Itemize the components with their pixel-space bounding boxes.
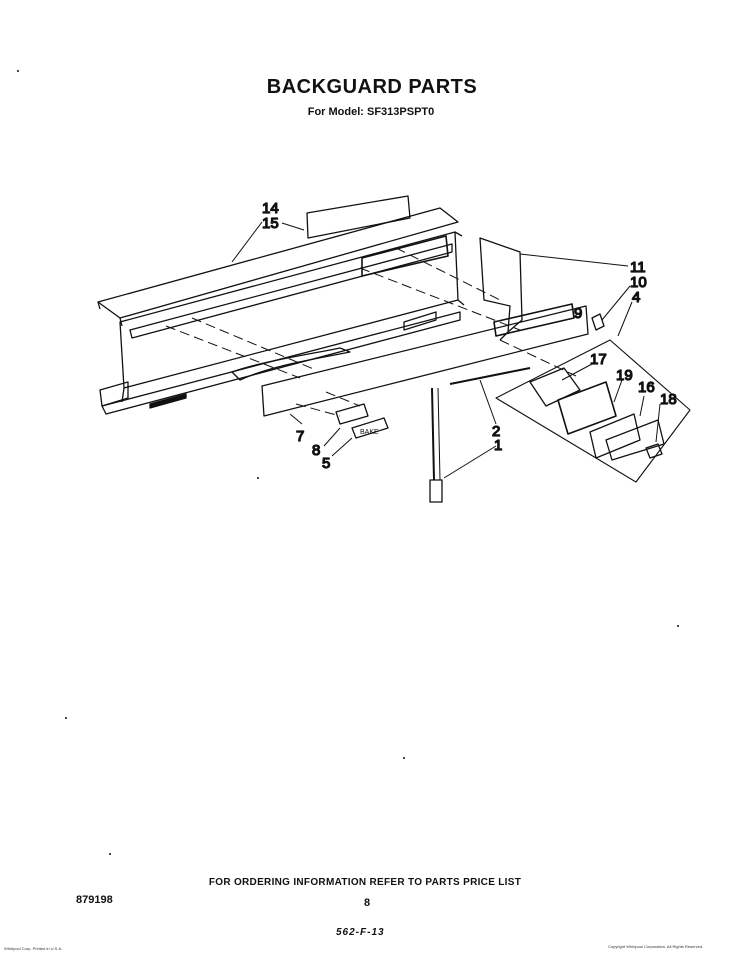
- tube-part: [429, 387, 443, 503]
- callout-5: 5: [322, 455, 330, 472]
- clock-assembly-box: [495, 339, 691, 483]
- callout-17: 17: [590, 351, 607, 368]
- backguard-top-trim: [97, 195, 459, 327]
- callout-1: 1: [494, 437, 502, 454]
- model-line: For Model: SF313PSPT0: [307, 106, 435, 118]
- callout-2: 2: [492, 423, 500, 440]
- leader-lines: [231, 221, 661, 479]
- callout-16: 16: [638, 379, 655, 396]
- callout-8: 8: [312, 442, 320, 459]
- callout-11: 11: [630, 259, 646, 276]
- alignment-lines: [165, 247, 577, 417]
- scan-specks: [17, 70, 679, 855]
- rod-part: [449, 367, 531, 385]
- fine-print-right: Copyright Whirlpool Corporation. All Rig…: [608, 944, 704, 949]
- end-cap: [479, 237, 523, 341]
- control-panel: [261, 303, 589, 417]
- callout-15: 15: [262, 215, 279, 232]
- callout-9: 9: [574, 305, 582, 322]
- callout-14: 14: [262, 200, 279, 217]
- callout-18: 18: [660, 391, 677, 408]
- callout-19: 19: [616, 367, 633, 384]
- callout-4: 4: [632, 289, 640, 306]
- fine-print-left: Whirlpool Corp. Printed in U.S.A.: [4, 946, 63, 951]
- page-title: BACKGUARD PARTS: [266, 76, 478, 98]
- callout-10: 10: [630, 274, 647, 291]
- ordering-note: FOR ORDERING INFORMATION REFER TO PARTS …: [208, 877, 522, 888]
- part-code: 562-F-13: [336, 927, 385, 938]
- clip-part: [591, 313, 605, 331]
- knob-assembly: BAKE: [335, 403, 389, 439]
- page-number: 8: [364, 897, 371, 909]
- document-number: 879198: [76, 894, 113, 906]
- svg-text:BAKE: BAKE: [360, 429, 379, 436]
- callout-7: 7: [296, 428, 304, 445]
- backguard-body: [99, 231, 465, 415]
